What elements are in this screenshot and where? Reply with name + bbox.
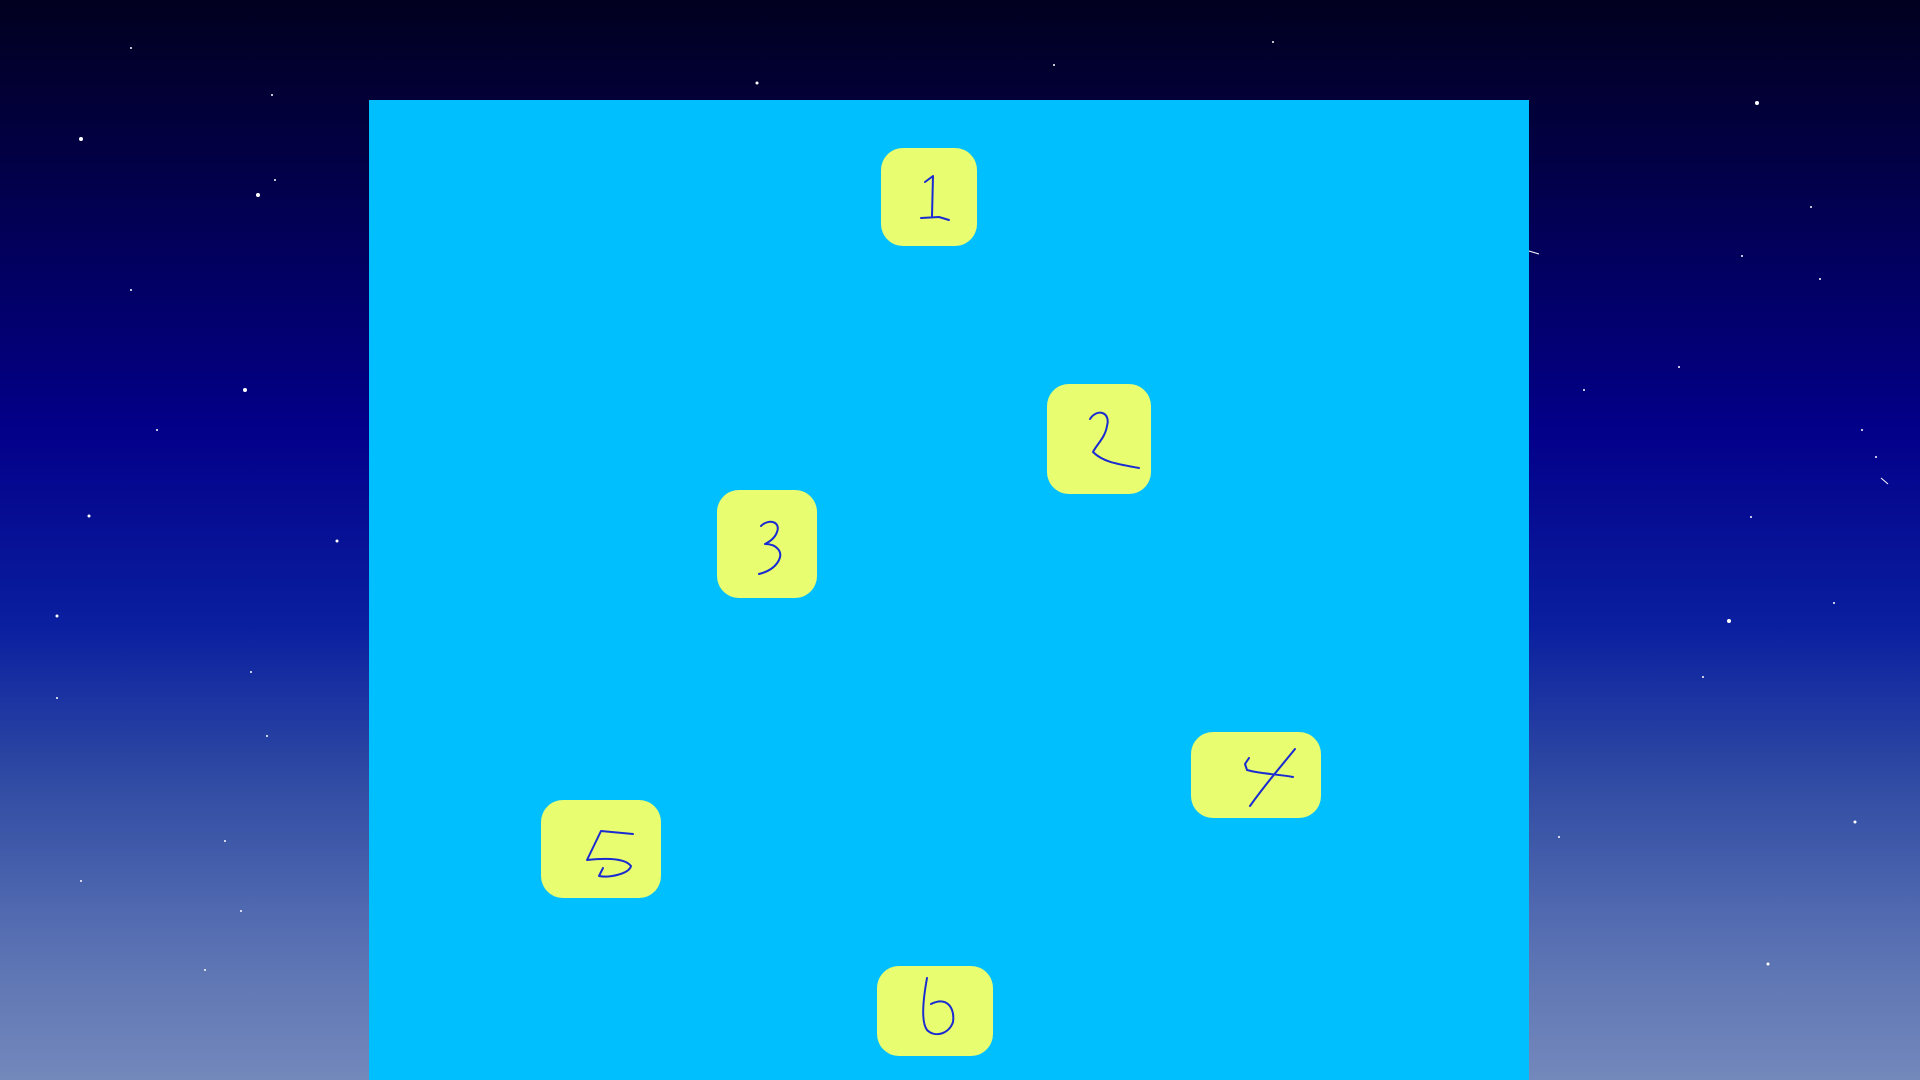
handwritten-3-icon xyxy=(758,520,782,575)
number-tile-5[interactable]: 5 xyxy=(541,800,661,898)
handwritten-1-icon xyxy=(920,175,950,221)
handwritten-4-icon xyxy=(1244,748,1296,807)
handwritten-2-icon xyxy=(1089,411,1140,469)
number-tile-3[interactable]: 3 xyxy=(717,490,817,598)
game-board: 1 2 3 4 5 6 xyxy=(369,100,1529,1080)
number-tile-1[interactable]: 1 xyxy=(881,148,977,246)
number-tile-6[interactable]: 6 xyxy=(877,966,993,1056)
handwritten-5-icon xyxy=(586,830,634,878)
number-tile-4[interactable]: 4 xyxy=(1191,732,1321,818)
handwritten-6-icon xyxy=(922,977,955,1036)
number-tile-2[interactable]: 2 xyxy=(1047,384,1151,494)
